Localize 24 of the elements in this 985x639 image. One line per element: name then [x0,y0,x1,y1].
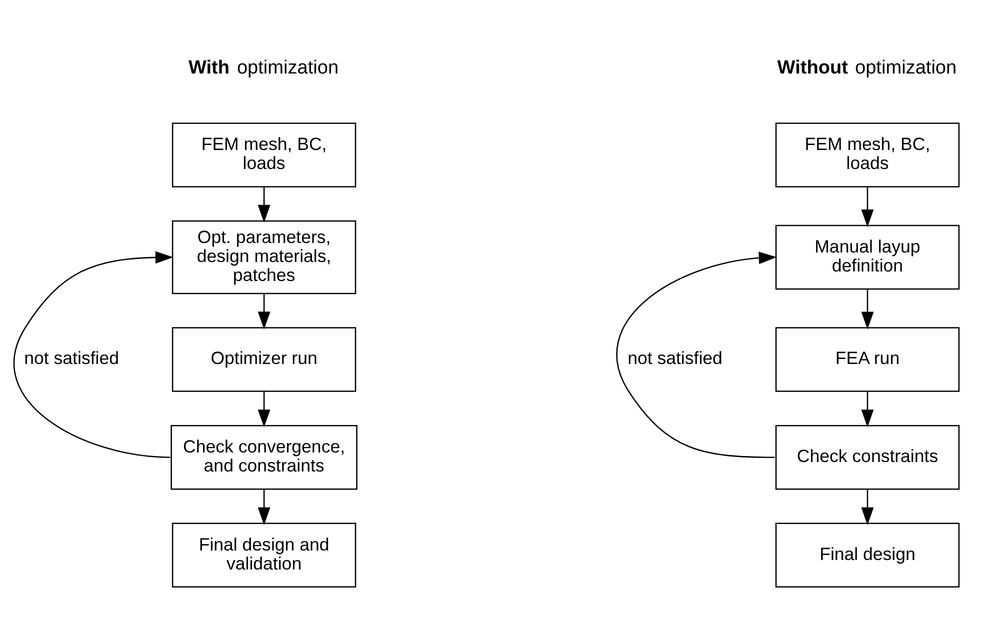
node-box: FEA run [775,327,960,392]
arrow [258,391,270,428]
arrow [258,294,270,330]
node-box: FEM mesh, BC, loads [775,122,960,188]
node-box: Optimizer run [172,327,356,392]
arrow [861,187,874,228]
label: With optimization [188,58,339,79]
arrow [258,489,270,526]
edge-label: not satisfied [24,348,119,368]
label: Without optimization [777,58,957,79]
arrow [861,290,874,330]
arrow [13,251,174,458]
node-box: Manual layup definition [775,224,960,290]
node-box: Opt. parameters, design materials, patches [172,220,356,294]
arrow [616,252,777,458]
node-box: Check constraints [775,424,960,490]
arrow [861,489,874,526]
node-box: Check convergence, and constraints [170,424,358,490]
node-box: Final design and validation [172,522,356,588]
node-box: FEM mesh, BC, loads [172,122,356,188]
arrow [861,391,874,428]
arrow [258,187,270,223]
node-box: Final design [775,522,960,588]
edge-label: not satisfied [628,348,722,368]
